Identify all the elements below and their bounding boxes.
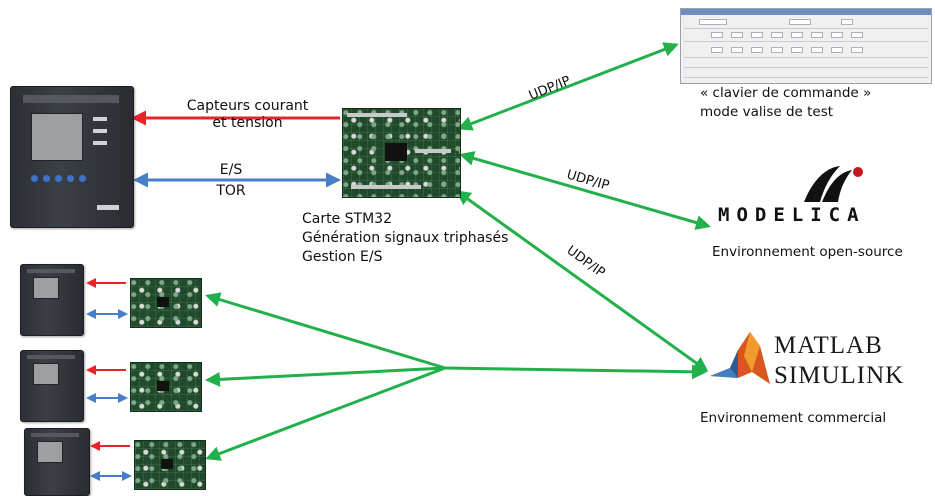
io-label: E/S TOR (206, 160, 256, 202)
keyboard-caption-line1: « clavier de commande » (700, 85, 872, 101)
mini-relay-1 (20, 264, 84, 336)
board-caption-line2: Génération signaux triphasés (302, 230, 509, 246)
matlab-brand-text: MATLAB (774, 332, 883, 359)
board-caption-line1: Carte STM32 (302, 211, 392, 227)
mini-board-3 (134, 440, 206, 490)
fan-arrow-1 (205, 292, 446, 370)
io-label-line2: TOR (216, 183, 246, 199)
udp-label-3: UDP/IP (564, 243, 608, 281)
modelica-brand-text: MODELICA (718, 204, 866, 226)
mini-board-1 (130, 278, 202, 328)
board-caption-line3: Gestion E/S (302, 249, 383, 265)
mini-relay-2 (20, 350, 84, 422)
sensors-label: Capteurs courant et tension (180, 98, 315, 132)
board-caption: Carte STM32 Génération signaux triphasés… (302, 210, 508, 267)
udp-arrow-keyboard (457, 42, 679, 131)
modelica-caption: Environnement open-source (712, 244, 903, 260)
main-stm32-board (342, 108, 461, 198)
main-relay (10, 86, 134, 228)
udp-arrow-matlab (455, 190, 709, 372)
sensors-label-line1: Capteurs courant (186, 98, 309, 114)
matlab-membrane-icon (710, 332, 770, 384)
sensors-label-line2: et tension (212, 115, 283, 131)
udp-label-1: UDP/IP (527, 73, 573, 103)
modelica-logo: MODELICA (712, 162, 882, 232)
io-label-line1: E/S (219, 162, 243, 178)
mini-board-2 (130, 362, 202, 412)
simulink-brand-text: SIMULINK (774, 362, 905, 389)
fan-arrow-3 (205, 366, 446, 461)
fan-arrow-matlab (444, 364, 707, 380)
matlab-caption: Environnement commercial (700, 410, 887, 426)
keyboard-caption: « clavier de commande » mode valise de t… (700, 84, 871, 122)
control-panel-screenshot (680, 8, 932, 84)
mini-relay-3 (24, 428, 90, 496)
keyboard-caption-line2: mode valise de test (700, 104, 834, 120)
fan-arrow-2 (205, 366, 446, 387)
matlab-logo: MATLAB SIMULINK (708, 328, 918, 396)
modelica-swoosh-icon (804, 166, 863, 202)
